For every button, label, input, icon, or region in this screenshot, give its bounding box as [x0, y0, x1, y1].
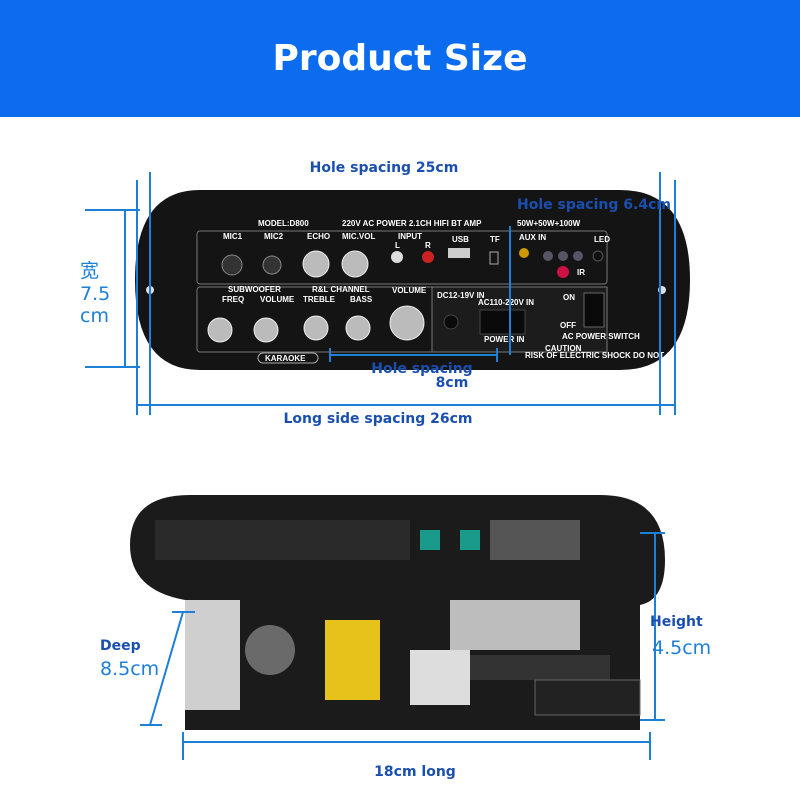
front-dimensions: Hole spacing 25cm Hole spacing 6.4cm Hol…: [80, 160, 676, 427]
tf-slot[interactable]: [489, 251, 499, 265]
mic-vol-knob[interactable]: [341, 250, 369, 278]
bass-label: BASS: [350, 295, 373, 304]
next-button[interactable]: [573, 251, 583, 261]
prev-button[interactable]: [543, 251, 553, 261]
hole-spacing-8-value: 8cm: [436, 375, 469, 391]
model-label: MODEL:D800: [258, 219, 309, 228]
mic2-jack[interactable]: [262, 255, 282, 275]
transformer: [325, 620, 380, 700]
echo-label: ECHO: [307, 232, 330, 241]
header-banner: Product Size: [0, 0, 800, 117]
length-label: 18cm long: [374, 764, 456, 780]
watts-label: 50W+50W+100W: [517, 219, 581, 228]
front-panel: MODEL:D800 220V AC POWER 2.1CH HIFI BT A…: [135, 190, 690, 370]
height-value: 4.5cm: [652, 637, 711, 659]
power-switch-label: AC POWER SWITCH: [562, 332, 640, 341]
side-view-board: [130, 495, 665, 730]
heatsink-right: [450, 600, 580, 650]
tf-label: TF: [490, 235, 500, 244]
side-dimensions: Deep 8.5cm Height 4.5cm 18cm long: [100, 532, 711, 780]
long-side-label: Long side spacing 26cm: [283, 411, 472, 427]
bass-knob[interactable]: [345, 315, 371, 341]
karaoke-label: KARAOKE: [265, 354, 306, 363]
deep-label: Deep: [100, 638, 141, 654]
heatsink-center: [410, 650, 470, 705]
input-l-label: L: [395, 241, 400, 250]
ac-socket[interactable]: [479, 309, 526, 335]
mic2-label: MIC2: [264, 232, 284, 241]
power-in-label: POWER IN: [484, 335, 525, 344]
mic-vol-label: MIC.VOL: [342, 232, 375, 241]
height-label: Height: [650, 614, 703, 630]
led-label: LED: [594, 235, 610, 244]
aux-in-jack[interactable]: [519, 248, 529, 258]
hole-spacing-6-4-label: Hole spacing 6.4cm: [517, 197, 671, 213]
off-label: OFF: [560, 321, 576, 330]
hole-spacing-8-label: Hole spacing: [371, 361, 472, 377]
rl-channel-label: R&L CHANNEL: [312, 285, 370, 294]
capacitor: [245, 625, 295, 675]
freq-knob[interactable]: [207, 317, 233, 343]
ir-label: IR: [577, 268, 585, 277]
speaker-terminal: [534, 679, 641, 716]
deep-value: 8.5cm: [100, 658, 159, 680]
caution-sub-label: RISK OF ELECTRIC SHOCK DO NOT OPEN: [525, 351, 689, 360]
rca-left[interactable]: [391, 251, 403, 263]
input-label: INPUT: [398, 232, 422, 241]
on-label: ON: [563, 293, 575, 302]
mic1-label: MIC1: [223, 232, 243, 241]
sub-volume-label: VOLUME: [260, 295, 295, 304]
usb-port[interactable]: [448, 248, 470, 258]
input-r-label: R: [425, 241, 431, 250]
page-title: Product Size: [272, 38, 528, 79]
subwoofer-label: SUBWOOFER: [228, 285, 281, 294]
ir-receiver: [557, 266, 569, 278]
dc-in-label: DC12-19V IN: [437, 291, 485, 300]
main-volume-knob[interactable]: [389, 305, 425, 341]
aux-in-label: AUX IN: [519, 233, 546, 242]
width-label-cn: 宽: [80, 260, 99, 282]
dc-jack[interactable]: [443, 314, 459, 330]
ac-in-label: AC110-220V IN: [478, 298, 534, 307]
play-button[interactable]: [558, 251, 568, 261]
sub-volume-knob[interactable]: [253, 317, 279, 343]
echo-knob[interactable]: [302, 250, 330, 278]
power-switch[interactable]: [583, 292, 605, 328]
freq-label: FREQ: [222, 295, 244, 304]
heatsink-left: [185, 600, 240, 710]
usb-label: USB: [452, 235, 469, 244]
caution-label: CAUTION: [545, 344, 582, 353]
width-unit: cm: [80, 305, 109, 327]
main-volume-label: VOLUME: [392, 286, 427, 295]
led-indicator: [592, 250, 604, 262]
power-label: 220V AC POWER 2.1CH HIFI BT AMP: [342, 219, 482, 228]
hole-spacing-25-label: Hole spacing 25cm: [310, 160, 459, 176]
treble-knob[interactable]: [303, 315, 329, 341]
rca-right[interactable]: [422, 251, 434, 263]
mic1-jack[interactable]: [221, 254, 243, 276]
treble-label: TREBLE: [303, 295, 336, 304]
width-value: 7.5: [80, 283, 110, 305]
